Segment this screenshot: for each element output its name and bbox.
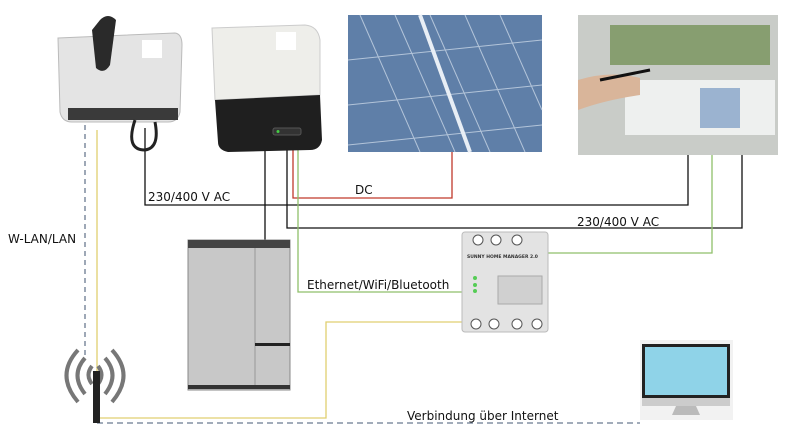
ac-right-label: 230/400 V AC <box>577 215 660 229</box>
dc-wire <box>292 150 453 199</box>
meter-cabinet-wire <box>548 155 713 254</box>
ac-wire-left <box>144 128 689 206</box>
ac-wire-right <box>286 150 743 229</box>
inverter-device <box>211 24 322 152</box>
sunny-home-manager-device <box>461 231 549 333</box>
wlan-label: W-LAN/LAN <box>8 232 77 246</box>
internet-label: Verbindung über Internet <box>407 409 559 423</box>
wlan-router-icon <box>64 348 126 423</box>
ac-left-label: 230/400 V AC <box>148 190 231 204</box>
wallbox-router-wire <box>96 130 463 419</box>
computer-monitor-icon <box>640 340 733 420</box>
battery-storage <box>187 239 291 391</box>
wallbox-device <box>57 16 183 152</box>
dc-label: DC <box>355 183 373 197</box>
ethernet-wire <box>297 150 463 293</box>
home-manager-label: SUNNY HOME MANAGER 2.0 <box>467 255 538 260</box>
electrical-cabinet-photo <box>578 15 778 155</box>
ethernet-label: Ethernet/WiFi/Bluetooth <box>307 278 450 292</box>
solar-panel-photo <box>347 14 543 153</box>
